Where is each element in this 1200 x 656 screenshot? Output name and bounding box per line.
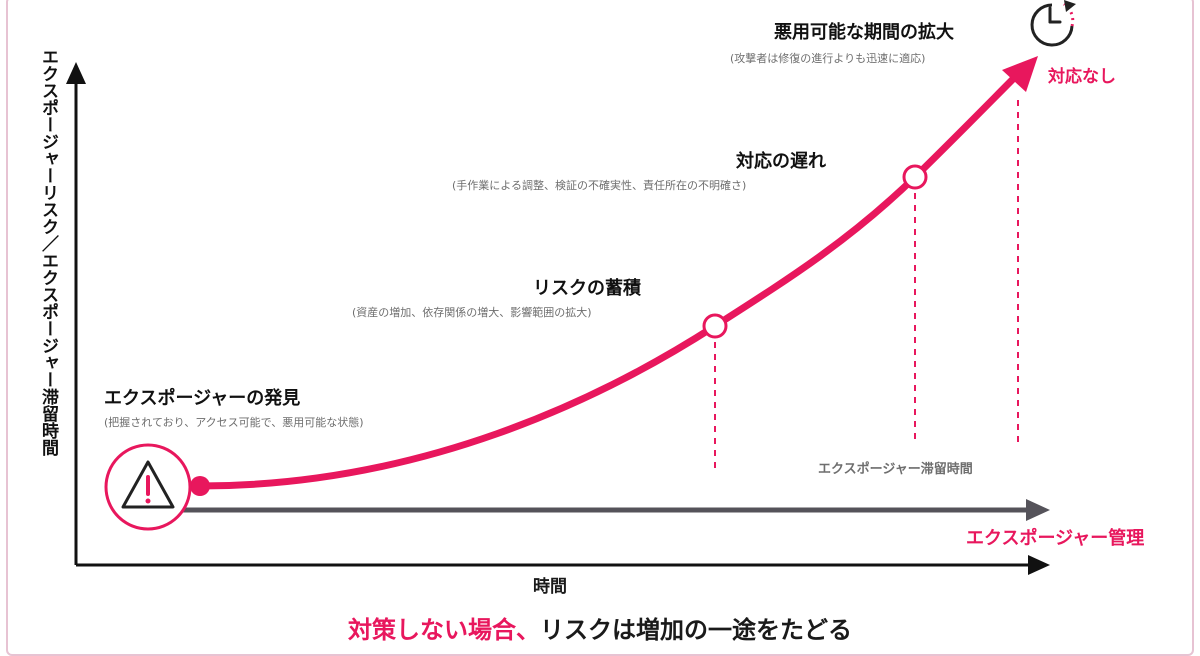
risk-curve xyxy=(196,68,1024,490)
dwell-time-label: エクスポージャー滞留時間 xyxy=(818,462,973,477)
bottom-caption: 対策しない場合、リスクは増加の一途をたどる xyxy=(0,610,1200,645)
y-axis-label: エクスポージャーリスク／エクスポージャー滞留時間 xyxy=(38,48,58,456)
no-response-label: 対応なし xyxy=(1048,67,1116,87)
warning-icon xyxy=(104,443,192,531)
risk-curve-arrowhead xyxy=(1002,56,1038,92)
stage-accumulation-title: リスクの蓄積 xyxy=(533,278,641,299)
stage-window-subtitle: (攻撃者は修復の進行よりも迅速に適応) xyxy=(730,52,926,65)
stage-discovery-title: エクスポージャーの発見 xyxy=(104,388,301,409)
accumulation-point xyxy=(702,313,728,339)
bottom-caption-rest: リスクは増加の一途をたどる xyxy=(540,616,852,644)
x-axis-arrow xyxy=(1028,555,1050,575)
y-axis-arrow xyxy=(66,62,86,84)
management-label: エクスポージャー管理 xyxy=(966,528,1145,549)
delay-point xyxy=(902,164,928,190)
stage-accumulation-subtitle: (資産の増加、依存関係の増大、影響範囲の拡大) xyxy=(352,306,592,319)
exposure-diagram xyxy=(66,0,1076,575)
x-axis-label: 時間 xyxy=(533,577,567,597)
stage-window-title: 悪用可能な期間の拡大 xyxy=(774,22,954,43)
stage-delay-title: 対応の遅れ xyxy=(736,151,826,172)
clock-icon xyxy=(1030,0,1076,47)
bottom-caption-highlight: 対策しない場合、 xyxy=(348,616,540,644)
start-point xyxy=(190,476,210,496)
management-bar-arrow xyxy=(1026,499,1050,521)
stage-delay-subtitle: (手作業による調整、検証の不確実性、責任所在の不明確さ) xyxy=(452,179,747,192)
stage-discovery-subtitle: (把握されており、アクセス可能で、悪用可能な状態) xyxy=(104,416,364,429)
